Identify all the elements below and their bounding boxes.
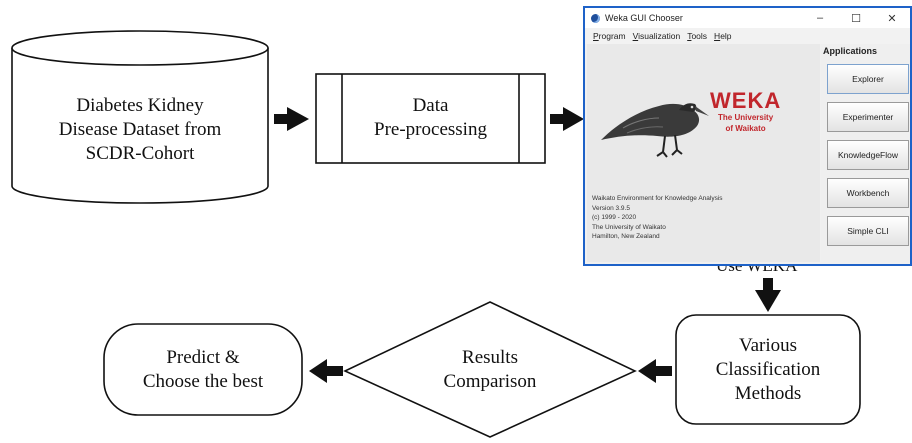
weka-logo-text: WEKA (710, 88, 782, 113)
experimenter-button[interactable]: Experimenter (827, 102, 909, 132)
predict-label-line: Choose the best (142, 371, 264, 392)
menu-program[interactable]: Program (593, 31, 626, 41)
dataset-cylinder (11, 30, 269, 204)
weka-info-text: Waikato Environment for Knowledge Analys… (592, 194, 723, 242)
comparison-label-line: Comparison (443, 371, 537, 392)
weka-logo: WEKA The University of Waikato (710, 90, 781, 134)
comparison-diamond (343, 301, 637, 438)
weka-app-icon (591, 13, 600, 23)
weka-splash-panel: WEKA The University of Waikato Waikato E… (587, 44, 820, 262)
preprocess-label-line: Pre-processing (374, 119, 487, 140)
weka-info-line: Hamilton, New Zealand (592, 233, 660, 240)
minimize-icon[interactable]: – (816, 12, 824, 24)
weka-gui-chooser-window: Weka GUI Chooser – ☐ ✕ Program Visualiza… (583, 6, 912, 266)
weka-info-line: Waikato Environment for Knowledge Analys… (592, 195, 723, 202)
preprocess-label-line: Data (412, 95, 449, 116)
arrow-weka-to-classification (755, 278, 781, 312)
knowledgeflow-button[interactable]: KnowledgeFlow (827, 140, 909, 170)
comparison-label: Results Comparison (420, 346, 560, 394)
arrow-comparison-to-predict (309, 359, 343, 383)
predict-box (103, 323, 303, 416)
simple-cli-button[interactable]: Simple CLI (827, 216, 909, 246)
weka-logo-subtitle: The University (718, 113, 774, 122)
weka-logo-subtitle: of Waikato (725, 124, 766, 133)
classification-box (675, 314, 861, 425)
workbench-button[interactable]: Workbench (827, 178, 909, 208)
menu-tools[interactable]: Tools (687, 31, 708, 41)
classification-label-line: Methods (734, 383, 802, 404)
applications-panel: Applications Explorer Experimenter Knowl… (821, 44, 910, 262)
classification-label-line: Various (738, 335, 798, 356)
weka-menubar: Program Visualization Tools Help (585, 28, 910, 44)
weka-info-line: (c) 1999 - 2020 (592, 214, 637, 221)
weka-window-title: Weka GUI Chooser (605, 13, 683, 23)
close-icon[interactable]: ✕ (887, 12, 897, 25)
predict-label-line: Predict & (166, 347, 240, 368)
menu-visualization[interactable]: Visualization (632, 31, 681, 41)
weka-titlebar: Weka GUI Chooser – ☐ ✕ (585, 8, 910, 28)
dataset-label-line: Disease Dataset from (58, 119, 222, 140)
arrow-classification-to-comparison (638, 359, 672, 383)
predict-label: Predict & Choose the best (104, 346, 302, 394)
weka-bird-icon (601, 103, 709, 158)
weka-info-line: Version 3.9.5 (592, 204, 630, 212)
dataset-label: Diabetes Kidney Disease Dataset from SCD… (40, 94, 240, 166)
preprocess-box (315, 73, 546, 164)
classification-label: Various Classification Methods (676, 334, 860, 406)
weka-info-line: The University of Waikato (592, 223, 666, 231)
arrow-preprocess-to-weka (550, 107, 584, 131)
dataset-label-line: Diabetes Kidney (76, 95, 204, 116)
classification-label-line: Classification (715, 359, 821, 380)
applications-heading: Applications (823, 46, 878, 56)
comparison-label-line: Results (462, 347, 518, 368)
dataset-label-line: SCDR-Cohort (85, 143, 195, 164)
explorer-button[interactable]: Explorer (827, 64, 909, 94)
preprocess-label: Data Pre-processing (342, 94, 519, 142)
menu-help[interactable]: Help (714, 31, 732, 41)
maximize-icon[interactable]: ☐ (851, 12, 861, 25)
arrow-dataset-to-preprocess (274, 107, 309, 131)
